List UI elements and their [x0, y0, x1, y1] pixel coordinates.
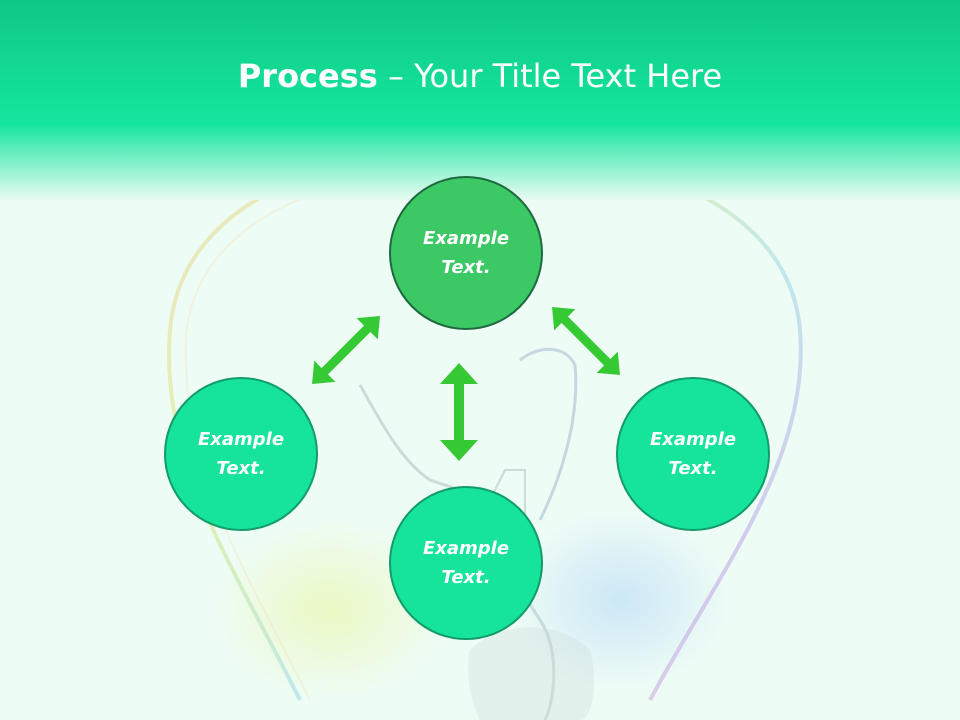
arrow-vertical — [440, 363, 478, 461]
header-band — [0, 0, 960, 200]
node-top-line2: Text. — [441, 257, 491, 278]
node-top-line1: Example — [422, 228, 510, 249]
node-right-line1: Example — [649, 429, 737, 450]
title-bold: Process — [237, 57, 378, 95]
title-separator: – — [377, 57, 415, 95]
node-left-line1: Example — [197, 429, 285, 450]
node-right: Example Text. — [616, 377, 770, 531]
arrow-top-right — [552, 307, 620, 375]
title-text: Your Title Text Here — [414, 57, 723, 95]
node-left-line2: Text. — [216, 458, 266, 479]
node-bottom: Example Text. — [389, 486, 543, 640]
node-left: Example Text. — [164, 377, 318, 531]
node-bottom-line1: Example — [422, 538, 510, 559]
node-top: Example Text. — [389, 176, 543, 330]
node-bottom-line2: Text. — [441, 567, 491, 588]
slide-title: Process – Your Title Text Here — [0, 56, 960, 96]
node-right-line2: Text. — [668, 458, 718, 479]
arrow-top-left — [312, 316, 380, 384]
